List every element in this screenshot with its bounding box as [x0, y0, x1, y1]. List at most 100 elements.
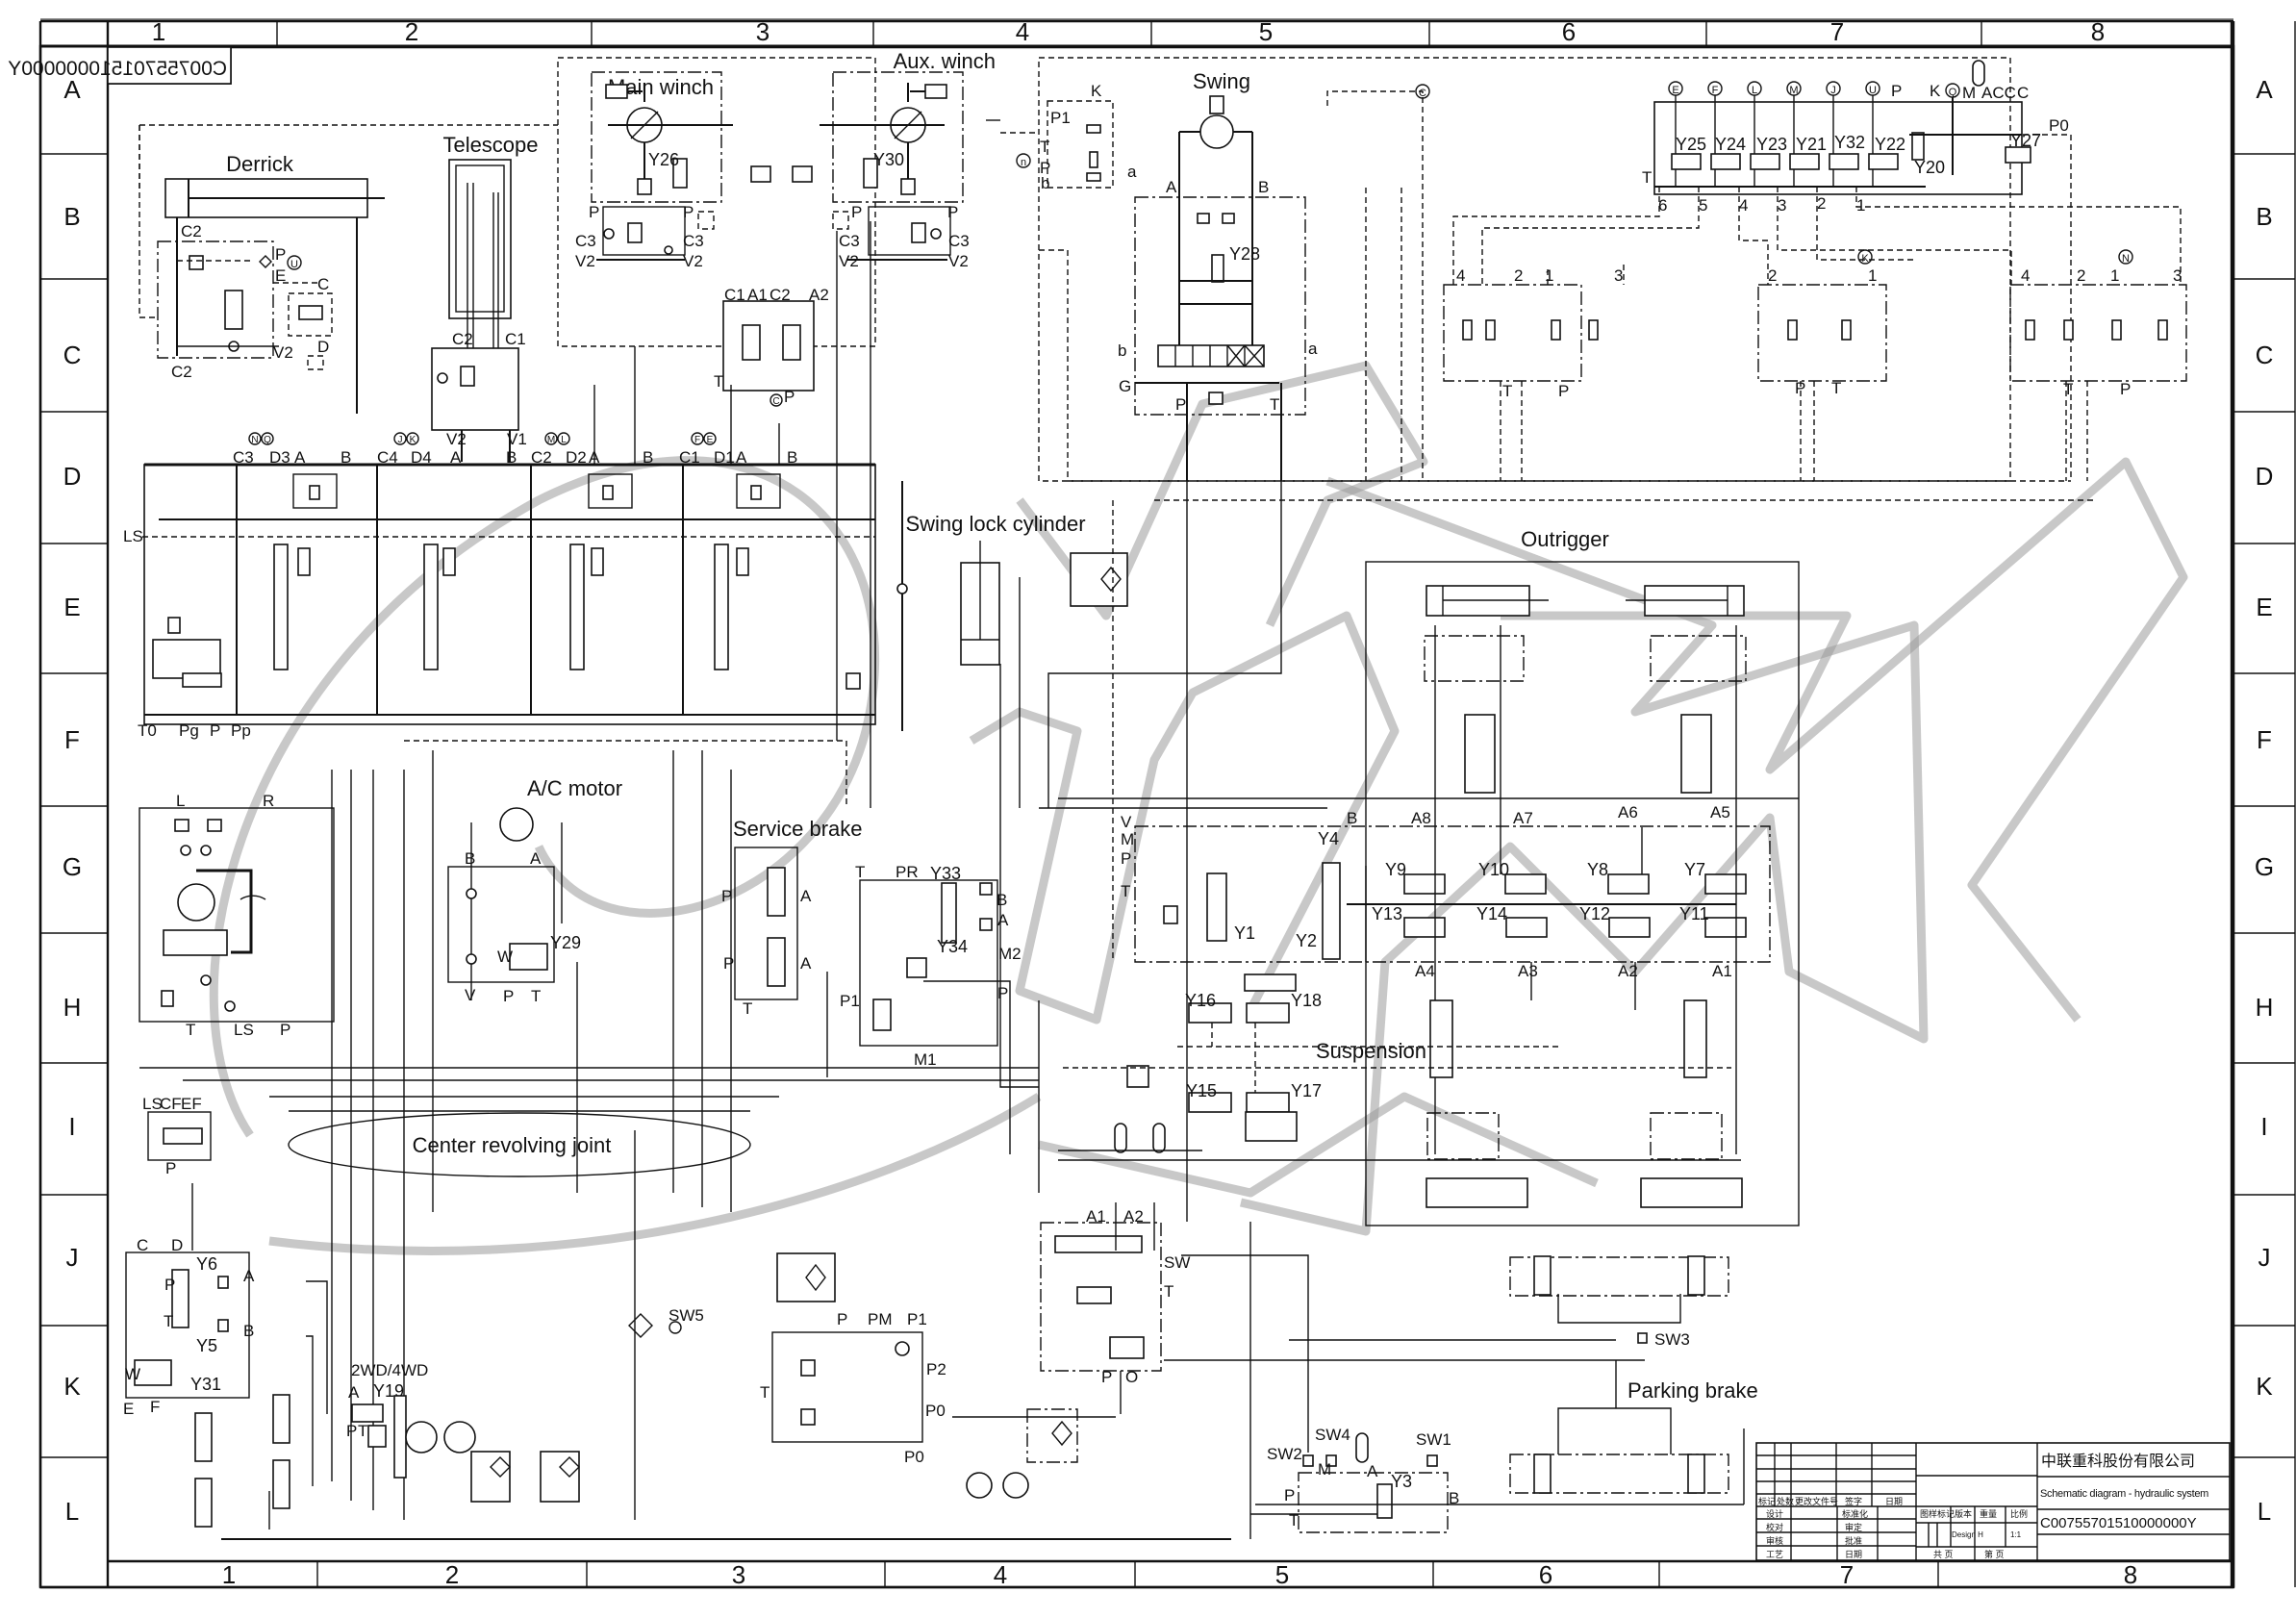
company-name: 中联重科股份有限公司: [2041, 1453, 2195, 1470]
coil-y34: Y34: [937, 937, 968, 956]
role-design: 设计: [1766, 1508, 1783, 1519]
pb-p0-bottom: P0: [904, 1448, 924, 1466]
sec3-tag-m: M: [547, 435, 555, 445]
sw5-label: SW5: [669, 1306, 704, 1325]
or-a6: A6: [1618, 803, 1638, 822]
park-valve-block: SW2 SW4 SW1 M A Y3 P T B: [1250, 1426, 1745, 1533]
swing-p1: P1: [1050, 109, 1071, 127]
pv-a: A: [1367, 1462, 1378, 1480]
coil-y4: Y4: [1318, 829, 1339, 848]
version-value: Design H: [1952, 1530, 1983, 1539]
sec3-c2: C2: [531, 448, 552, 467]
role-approve-2: 批准: [1845, 1535, 1862, 1546]
sec2-d4: D4: [411, 448, 432, 467]
al-e: E: [123, 1400, 134, 1418]
derrick-v2: V2: [273, 343, 293, 362]
rev-header-count: 处数: [1777, 1496, 1794, 1506]
or-v: V: [1121, 813, 1132, 831]
row-G-right: G: [2255, 852, 2274, 881]
js-right-p: P: [2120, 380, 2131, 398]
pilot-m: M: [1962, 84, 1976, 102]
or-a7: A7: [1513, 809, 1533, 827]
row-D-right: D: [2256, 462, 2274, 491]
row-J: J: [66, 1243, 79, 1272]
row-labels-right: A B C D E F G H I J K L: [2233, 21, 2296, 1587]
prio-cf: CF: [160, 1095, 182, 1113]
swing-b: b: [1041, 174, 1049, 192]
coil-y26: Y26: [648, 150, 679, 169]
rev-header-sign: 签字: [1845, 1496, 1862, 1506]
ac-motor-label: A/C motor: [527, 776, 622, 800]
tag-q: Q: [1949, 87, 1957, 98]
cb-m2: M2: [998, 945, 1022, 963]
al-p: P: [164, 1276, 175, 1294]
pilot-p0: P0: [2049, 116, 2069, 135]
drive-mode-label: 2WD/4WD: [351, 1361, 428, 1379]
pb-p2: P2: [926, 1360, 946, 1378]
suspension-circuit: Y16 Y18 Suspension Y15 Y17: [1126, 973, 1426, 1142]
charge-valve: A1 A2 SW T P O: [1040, 1123, 1190, 1386]
outlet-2: 2: [1817, 194, 1826, 213]
pv-p: P: [1284, 1486, 1295, 1504]
sb-a-bottom: A: [800, 954, 812, 973]
mcv-pg: Pg: [179, 721, 199, 740]
sec1-d3: D3: [269, 448, 290, 467]
js-right-tag-n: N: [2122, 253, 2130, 265]
dm-a: A: [348, 1383, 360, 1402]
aux-winch-label: Aux. winch: [894, 49, 996, 73]
main-winch-v2-left: V2: [575, 252, 595, 270]
js-mid-t: T: [1831, 379, 1841, 397]
row-E-right: E: [2256, 593, 2272, 621]
telescope-label: Telescope: [442, 133, 538, 157]
sec3-d2: D2: [566, 448, 587, 467]
cb-p1: P1: [840, 992, 860, 1010]
al-f: F: [150, 1398, 160, 1416]
col-5: 5: [1259, 17, 1273, 46]
row-L: L: [65, 1497, 79, 1526]
al-c: C: [137, 1236, 148, 1254]
coil-y22: Y22: [1875, 135, 1905, 154]
row-A-right: A: [2256, 75, 2273, 104]
axle-lock-circuit: C D Y6 Y5 P T A B W Y31 E F: [123, 1236, 290, 1528]
row-K-right: K: [2256, 1372, 2273, 1401]
mcv-section-4: C1 D1 A B F E: [679, 432, 861, 715]
js-right-1: 1: [2110, 266, 2119, 285]
steer-t: T: [186, 1021, 195, 1039]
ac-a: A: [530, 849, 542, 868]
sec4-d1: D1: [714, 448, 735, 467]
or-a4: A4: [1415, 962, 1435, 980]
or-p: P: [1121, 849, 1131, 868]
mirrored-drawing-code: C00755701510000000Y: [8, 58, 227, 80]
row-H-right: H: [2256, 993, 2274, 1022]
steer-ls: LS: [234, 1021, 254, 1039]
coil-y14: Y14: [1476, 904, 1507, 923]
pilot-c: C: [2017, 84, 2029, 102]
col-8: 8: [2091, 17, 2105, 46]
js-left-4: 4: [1456, 266, 1465, 285]
coil-y9: Y9: [1385, 860, 1406, 879]
pilot-p: P: [1891, 82, 1902, 100]
column-labels-bottom: 1 2 3 4 5 6 7 8: [222, 1560, 2137, 1589]
js-left-1: 1: [1545, 266, 1553, 285]
cb-p: P: [997, 984, 1008, 1002]
coil-y25: Y25: [1676, 135, 1706, 154]
scale-value: 1:1: [2010, 1530, 2022, 1539]
row-G: G: [63, 852, 82, 881]
cooler-fan: SW5: [628, 1252, 836, 1338]
coil-y21: Y21: [1796, 135, 1827, 154]
title-block[interactable]: 标记 处数 更改文件号 签字 日期 设计 校对 审核 工艺 标准化 审定 批准 …: [1755, 1442, 2231, 1561]
sheet-number: 第 页: [1984, 1549, 2005, 1559]
joystick-left: 4 2 1 3 T P: [1443, 266, 1623, 400]
row-J-right: J: [2258, 1243, 2271, 1272]
meta-version: 版本: [1955, 1508, 1972, 1519]
swing-k: K: [1091, 82, 1102, 100]
service-brake-label: Service brake: [733, 817, 863, 841]
derrick-c2-bottom: C2: [171, 363, 192, 381]
js-mid-1: 1: [1868, 266, 1877, 285]
coil-y24: Y24: [1715, 135, 1746, 154]
or-a5: A5: [1710, 803, 1730, 822]
main-control-valve: LS T0 Pg P Pp: [123, 463, 876, 740]
col-4-bottom: 4: [994, 1560, 1007, 1589]
grid-frame: [38, 18, 2235, 1589]
swing-p: P: [1040, 159, 1050, 177]
